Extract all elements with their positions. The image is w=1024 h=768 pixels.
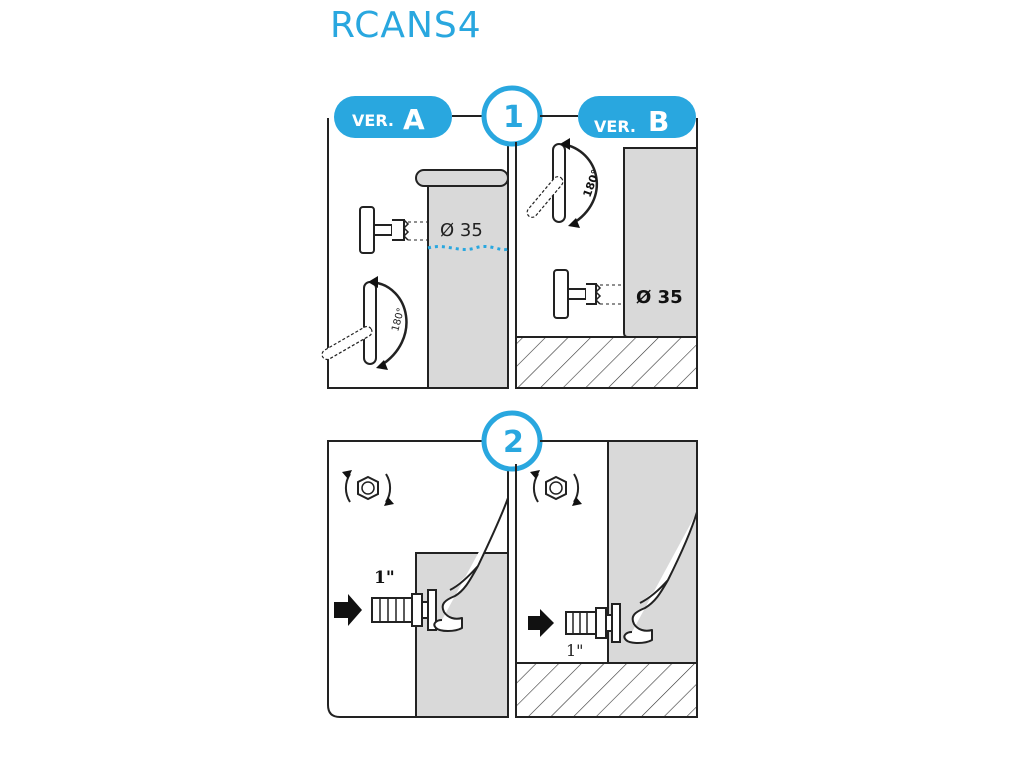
tighten-nut-icon-a	[342, 470, 394, 506]
panel-version-a: Ø 35 180°	[321, 115, 509, 389]
rotate-180-icon-b: 180°	[526, 138, 603, 228]
version-a-badge: VER. A	[334, 96, 452, 138]
floor-hatch-b	[515, 336, 698, 389]
push-arrow-icon-a	[334, 594, 362, 626]
tank-wall-2a	[415, 552, 509, 718]
thread-size-label-a: 1"	[374, 568, 395, 588]
panel-version-b: 180° Ø 35	[515, 115, 698, 389]
hole-saw-a	[359, 206, 428, 254]
tighten-nut-icon-b	[530, 470, 582, 506]
thread-size-label-b: 1"	[566, 641, 584, 660]
step-1-badge: 1	[481, 85, 543, 147]
rotate-180-icon-a: 180°	[321, 276, 408, 370]
tank-wall-a	[427, 182, 509, 389]
hand-icon-b	[623, 511, 698, 644]
hole-saw-b	[553, 269, 624, 319]
hand-icon-a	[433, 497, 509, 632]
step-2-number: 2	[503, 425, 524, 460]
diameter-label-a: Ø 35	[440, 220, 483, 241]
panel-step2-b: 1"	[515, 440, 698, 718]
version-b-prefix: VER.	[594, 117, 636, 136]
rotation-label-a: 180°	[390, 307, 407, 333]
hose-fitting-b	[565, 603, 621, 643]
tank-wall-b	[623, 147, 698, 338]
version-a-prefix: VER.	[352, 111, 394, 130]
water-level-line	[427, 244, 509, 252]
step-1-number: 1	[503, 100, 524, 135]
rotation-label-b: 180°	[581, 168, 603, 199]
version-a-letter: A	[403, 103, 425, 136]
diameter-label-b: Ø 35	[636, 287, 683, 308]
push-arrow-icon-b	[528, 609, 554, 637]
step-2-badge: 2	[481, 410, 543, 472]
hose-fitting-a	[371, 589, 437, 631]
panel-step2-a: 1"	[327, 440, 509, 718]
version-b-badge: VER. B	[578, 96, 696, 138]
tank-rim-a	[415, 169, 509, 187]
floor-hatch-2b	[515, 662, 698, 718]
page-title: RCANS4	[330, 5, 482, 46]
version-b-letter: B	[648, 105, 669, 138]
